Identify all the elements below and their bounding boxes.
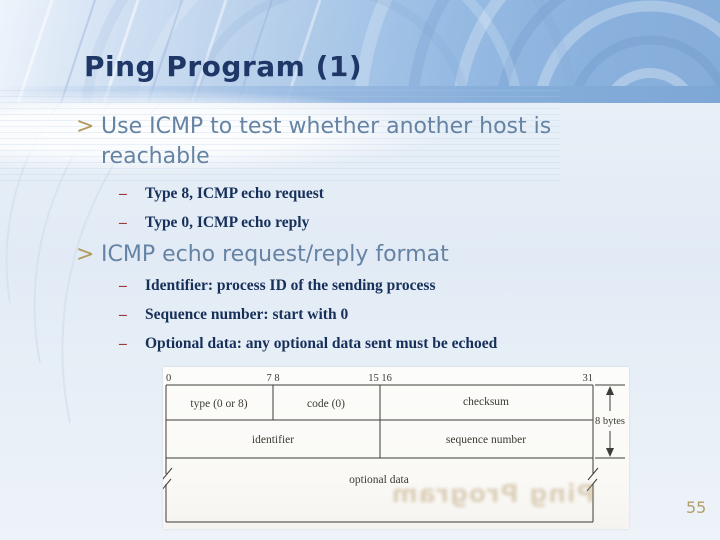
sub-bullet-sequence: – Sequence number: start with 0 (119, 306, 348, 324)
dash-bullet-icon: – (119, 185, 127, 202)
right-break-mark (586, 467, 599, 492)
sub-bullet-type0: – Type 0, ICMP echo reply (119, 214, 309, 232)
sub-bullet-text: Type 8, ICMP echo request (145, 185, 324, 202)
sub-bullet-text: Type 0, ICMP echo reply (145, 214, 310, 231)
bit-label-0: 0 (166, 373, 171, 384)
dash-bullet-icon: – (119, 306, 127, 323)
title-glow-stripes (0, 90, 560, 182)
gold-chevron-bullet-icon: > (76, 242, 95, 267)
field-label-checksum: checksum (463, 396, 509, 408)
arrowhead-up-icon (606, 386, 614, 395)
sub-bullet-identifier: – Identifier: process ID of the sending … (119, 277, 435, 295)
dash-bullet-icon: – (119, 277, 127, 294)
field-label-identifier: identifier (252, 434, 294, 446)
field-label-type: type (0 or 8) (190, 398, 247, 410)
field-label-code: code (0) (307, 398, 345, 410)
bullet-item-1: > Use ICMP to test whether another host … (76, 112, 636, 172)
dash-bullet-icon: – (119, 335, 127, 352)
bit-labels: 0 7 8 15 16 31 (166, 373, 593, 384)
sub-bullet-text: Sequence number: start with 0 (145, 306, 349, 323)
sub-bullet-optional: – Optional data: any optional data sent … (119, 335, 497, 353)
bit-label-7-8: 7 8 (266, 373, 279, 384)
icmp-format-figure: 0 7 8 15 16 31 type (0 or 8) code (0) ch… (163, 367, 629, 529)
scan-bleed-through-text: Ping Program (390, 479, 595, 508)
bullet-text: ICMP echo request/reply format (101, 242, 449, 267)
table-grid (163, 384, 599, 523)
sub-bullet-type8: – Type 8, ICMP echo request (119, 185, 324, 203)
page-title: Ping Program (1) (84, 50, 363, 83)
sub-bullet-text: Identifier: process ID of the sending pr… (145, 277, 436, 294)
packet-format-diagram: 0 7 8 15 16 31 type (0 or 8) code (0) ch… (163, 373, 625, 523)
field-labels: type (0 or 8) code (0) checksum identifi… (190, 396, 526, 486)
sub-bullet-text: Optional data: any optional data sent mu… (145, 335, 498, 352)
bullet-item-2: > ICMP echo request/reply format (76, 240, 636, 270)
page-number: 55 (686, 498, 707, 517)
bit-label-31: 31 (583, 373, 594, 384)
eight-bytes-arrow (595, 384, 625, 459)
bit-label-15-16: 15 16 (368, 373, 392, 384)
gold-chevron-bullet-icon: > (76, 114, 95, 139)
arrowhead-down-icon (606, 448, 614, 457)
bullet-text: Use ICMP to test whether another host is… (101, 114, 552, 169)
field-label-optional: optional data (349, 474, 409, 486)
size-label: 8 bytes (595, 416, 625, 427)
dash-bullet-icon: – (119, 214, 127, 231)
left-break-mark (163, 467, 173, 490)
field-label-sequence: sequence number (446, 434, 526, 446)
